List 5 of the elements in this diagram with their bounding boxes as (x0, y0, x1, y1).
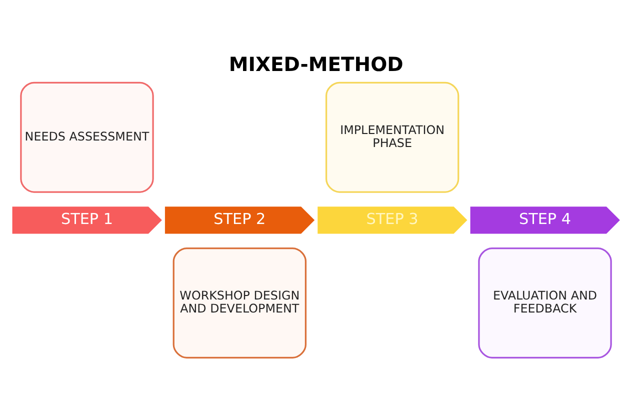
node-box: EVALUATION AND FEEDBACK (478, 247, 612, 358)
node-box: NEEDS ASSESSMENT (20, 81, 154, 192)
diagram-title: MIXED-METHOD (228, 52, 404, 76)
node-box: WORKSHOP DESIGN AND DEVELOPMENT (172, 247, 307, 358)
node-box: IMPLEMENTATION PHASE (325, 81, 460, 192)
